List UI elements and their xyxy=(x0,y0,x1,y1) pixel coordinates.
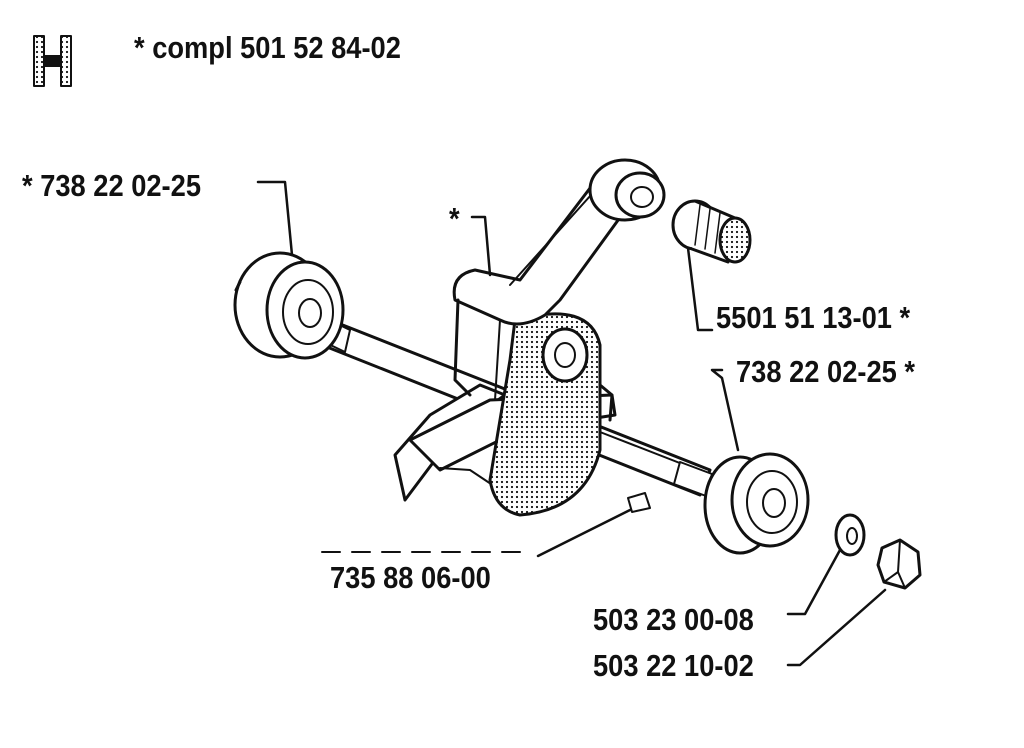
right-ball-bearing xyxy=(703,452,810,555)
complete-assembly-note: * compl 501 52 84-02 xyxy=(134,30,401,65)
part-label-bearing-left: * 738 22 02-25 xyxy=(22,168,201,203)
left-ball-bearing xyxy=(233,251,345,360)
part-label-bearing-right: 738 22 02-25 * xyxy=(736,354,915,389)
part-label-connecting-rod: * xyxy=(449,201,460,236)
part-label-nut: 503 22 10-02 xyxy=(593,648,754,683)
needle-bearing xyxy=(671,199,752,264)
connecting-rod xyxy=(452,158,666,401)
part-label-needle-bearing: 5501 51 13-01 * xyxy=(716,300,911,335)
part-label-key: 735 88 06-00 xyxy=(330,560,491,595)
crankshaft xyxy=(319,312,713,517)
woodruff-key xyxy=(627,492,651,513)
hex-nut xyxy=(876,538,922,590)
section-h-icon xyxy=(33,35,72,87)
washer xyxy=(834,513,866,557)
part-label-washer: 503 23 00-08 xyxy=(593,602,754,637)
leader-lines xyxy=(256,180,887,667)
